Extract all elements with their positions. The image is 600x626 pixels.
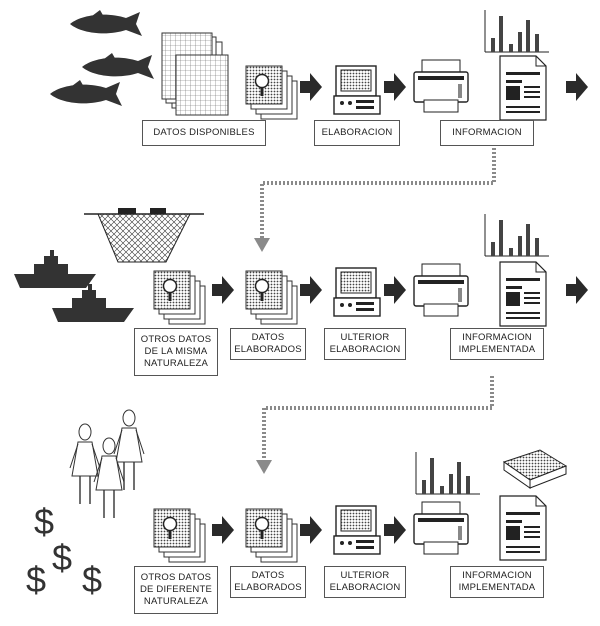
fish-school-icon — [50, 10, 154, 106]
label-elaboracion: ELABORACION — [314, 120, 400, 146]
data-sheets-icon — [161, 32, 229, 116]
label-otros-datos-misma: OTROS DATOS DE LA MISMA NATURALEZA — [134, 328, 218, 376]
arrow-icon — [384, 516, 406, 544]
label-datos-elaborados: DATOS ELABORADOS — [230, 328, 306, 360]
dollar-icons: $ $ $ $ — [26, 501, 102, 600]
svg-text:$: $ — [26, 559, 46, 600]
dotted-arrowhead — [256, 460, 272, 474]
label-datos-elaborados: DATOS ELABORADOS — [230, 566, 306, 598]
label-otros-datos-diferente: OTROS DATOS DE DIFERENTE NATURALEZA — [134, 566, 218, 614]
books-icon — [502, 449, 568, 489]
data-stack-icon — [245, 65, 298, 120]
label-ulterior-elaboracion: ULTERIOR ELABORACION — [324, 566, 406, 598]
arrow-icon — [384, 73, 406, 101]
label-datos-disponibles: DATOS DISPONIBLES — [142, 120, 266, 146]
data-stack-icon — [153, 270, 206, 325]
printer-icon — [413, 59, 469, 113]
printer-icon — [413, 501, 469, 555]
arrow-icon — [212, 516, 234, 544]
ship-icon — [52, 284, 134, 322]
label-informacion-implementada: INFORMACION IMPLEMENTADA — [450, 328, 544, 360]
people-icon — [69, 409, 145, 519]
data-stack-icon — [245, 270, 298, 325]
document-icon — [499, 261, 547, 327]
computer-icon — [333, 505, 381, 555]
printer-icon — [413, 263, 469, 317]
label-informacion-implementada: INFORMACION IMPLEMENTADA — [450, 566, 544, 598]
document-icon — [499, 55, 547, 121]
dotted-connector — [260, 148, 496, 238]
arrow-icon — [566, 73, 588, 101]
bar-chart-icon — [484, 9, 550, 53]
ship-icon — [14, 250, 96, 288]
arrow-icon — [300, 516, 322, 544]
trawl-net-icon — [84, 208, 204, 263]
arrow-icon — [384, 276, 406, 304]
computer-icon — [333, 267, 381, 317]
data-stack-icon — [245, 508, 298, 563]
label-informacion: INFORMACION — [440, 120, 534, 146]
arrow-icon — [300, 276, 322, 304]
svg-text:$: $ — [82, 559, 102, 600]
arrow-icon — [212, 276, 234, 304]
label-ulterior-elaboracion: ULTERIOR ELABORACION — [324, 328, 406, 360]
computer-icon — [333, 65, 381, 115]
arrow-icon — [300, 73, 322, 101]
bar-chart-icon — [415, 451, 481, 495]
arrow-icon — [566, 276, 588, 304]
svg-text:$: $ — [34, 501, 54, 542]
dotted-connector — [262, 376, 494, 460]
svg-text:$: $ — [52, 537, 72, 578]
document-icon — [499, 495, 547, 561]
bar-chart-icon — [484, 213, 550, 257]
data-stack-icon — [153, 508, 206, 563]
dotted-arrowhead — [254, 238, 270, 252]
